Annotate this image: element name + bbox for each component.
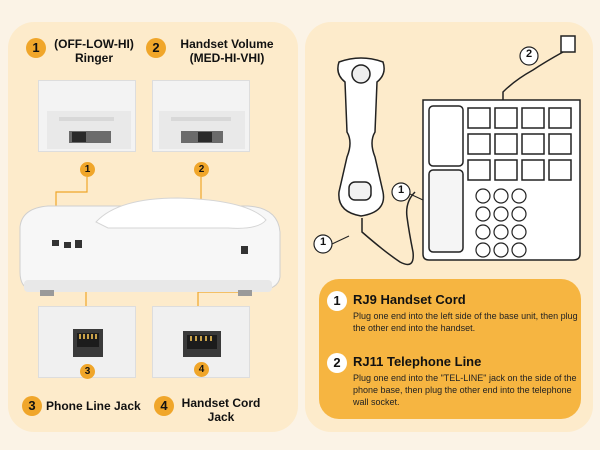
rj9-text: Plug one end into the left side of the b… <box>353 311 578 333</box>
handset-cord-jack-badge: 4 <box>154 396 174 416</box>
phone-base-illustration <box>19 177 281 312</box>
callout-bottom: 1 <box>319 236 327 248</box>
left-panel: 1 (OFF-LOW-HI) Ringer 2 Handset Volume (… <box>8 22 298 432</box>
phone-line-jack-badge: 3 <box>22 396 42 416</box>
ringer-badge: 1 <box>26 38 46 58</box>
marker-3: 3 <box>80 364 95 379</box>
rj11-text: Plug one end into the "TEL-LINE" jack on… <box>353 373 577 407</box>
marker-1: 1 <box>80 162 95 177</box>
instruction-box: 1 RJ9 Handset Cord Plug one end into the… <box>319 279 581 419</box>
right-panel: 2 1 1 1 RJ9 Handset Cord Plug one end in… <box>305 22 593 432</box>
marker-4: 4 <box>194 362 209 377</box>
callout-mid: 1 <box>397 184 405 196</box>
rj9-title: RJ9 Handset Cord <box>353 292 466 307</box>
handset-volume-badge: 2 <box>146 38 166 58</box>
ringer-switch-photo <box>38 80 136 152</box>
phone-line-jack-label: Phone Line Jack <box>46 399 141 413</box>
rj11-badge: 2 <box>327 353 347 373</box>
rj11-title: RJ11 Telephone Line <box>353 354 482 369</box>
callout-top: 2 <box>525 48 533 60</box>
marker-2: 2 <box>194 162 209 177</box>
handset-cord-jack-label: Handset Cord Jack <box>181 396 261 424</box>
ringer-label: (OFF-LOW-HI) Ringer <box>54 37 134 65</box>
phone-line-drawing <box>313 35 581 266</box>
handset-volume-label: Handset Volume (MED-HI-VHI) <box>180 37 274 65</box>
rj9-badge: 1 <box>327 291 347 311</box>
volume-switch-photo <box>152 80 250 152</box>
